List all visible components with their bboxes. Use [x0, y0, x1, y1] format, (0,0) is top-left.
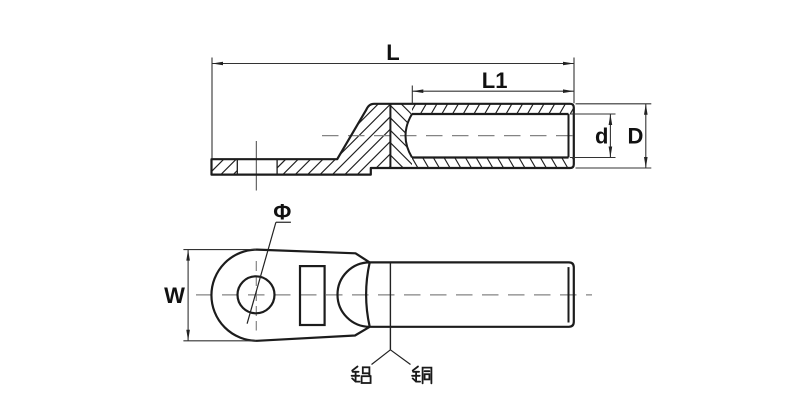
svg-text:L: L — [386, 40, 399, 65]
svg-text:Φ: Φ — [273, 200, 291, 225]
svg-text:d: d — [595, 124, 608, 149]
svg-text:L1: L1 — [482, 68, 508, 93]
svg-text:W: W — [164, 283, 185, 308]
svg-text:D: D — [628, 124, 644, 149]
